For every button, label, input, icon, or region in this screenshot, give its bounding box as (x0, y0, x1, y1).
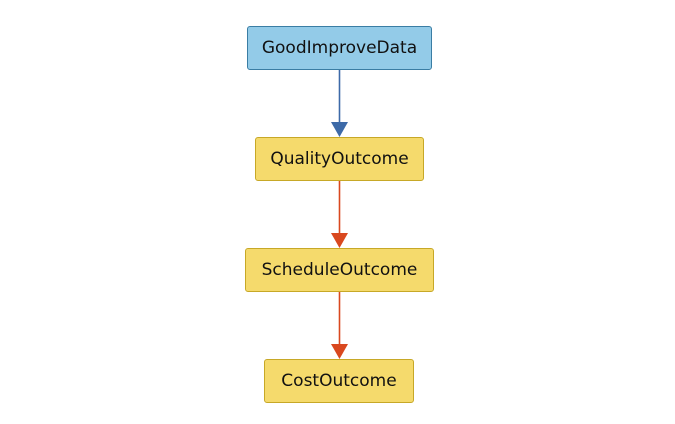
node-cost-outcome[interactable]: CostOutcome (264, 359, 414, 403)
node-label: ScheduleOutcome (261, 260, 418, 280)
node-label: QualityOutcome (270, 149, 409, 169)
edge-good-improve-data-to-quality-outcome (331, 70, 348, 137)
node-schedule-outcome[interactable]: ScheduleOutcome (245, 248, 434, 292)
arrowhead-icon (331, 344, 348, 359)
arrowhead-icon (331, 122, 348, 137)
node-label: CostOutcome (281, 371, 397, 391)
node-good-improve-data[interactable]: GoodImproveData (247, 26, 432, 70)
node-label: GoodImproveData (261, 38, 418, 58)
edge-schedule-outcome-to-cost-outcome (331, 292, 348, 359)
edge-quality-outcome-to-schedule-outcome (331, 181, 348, 248)
arrowhead-icon (331, 233, 348, 248)
node-quality-outcome[interactable]: QualityOutcome (255, 137, 424, 181)
